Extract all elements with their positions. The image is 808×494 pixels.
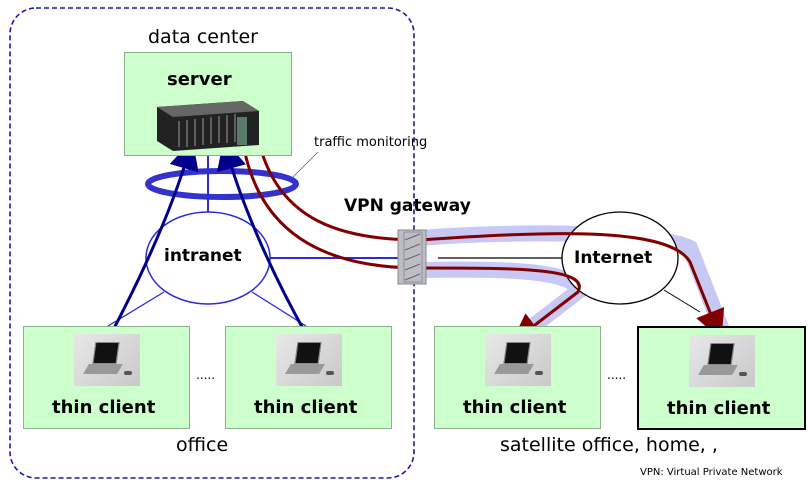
footnote: VPN: Virtual Private Network [640,467,783,478]
laptop-icon [485,334,551,386]
red-arrow-2 [240,121,725,341]
thin-client-box-1: thin client [23,326,190,429]
vpn-gateway-label: VPN gateway [344,196,471,216]
traffic-monitoring-ring [145,168,299,200]
blue-arrow-1 [86,139,199,362]
thin-client-label: thin client [52,397,156,418]
laptop-icon [276,334,342,386]
thin-client-box-4: thin client [637,326,806,430]
vpn-gateway-device [397,229,427,285]
link-internet-client4 [663,289,701,313]
traffic-monitoring-label: traffic monitoring [314,135,428,150]
data-center-label: data center [148,26,258,48]
ellipsis-office: ..... [196,368,216,382]
server-icon [153,97,263,151]
server-box: server [124,52,292,156]
ellipsis-remote: ..... [607,368,627,382]
office-label: office [176,434,229,456]
server-label: server [167,69,232,90]
thin-client-label: thin client [463,397,567,418]
thin-client-box-3: thin client [434,326,601,429]
internet-label: Internet [574,248,653,268]
traffic-monitoring-pointer [291,151,319,179]
thin-client-label: thin client [667,398,771,419]
laptop-icon [689,335,755,387]
thin-client-box-2: thin client [225,326,392,429]
satellite-office-label: satellite office, home, , [500,434,718,456]
intranet-label: intranet [164,246,242,266]
laptop-icon [74,334,140,386]
thin-client-label: thin client [254,397,358,418]
